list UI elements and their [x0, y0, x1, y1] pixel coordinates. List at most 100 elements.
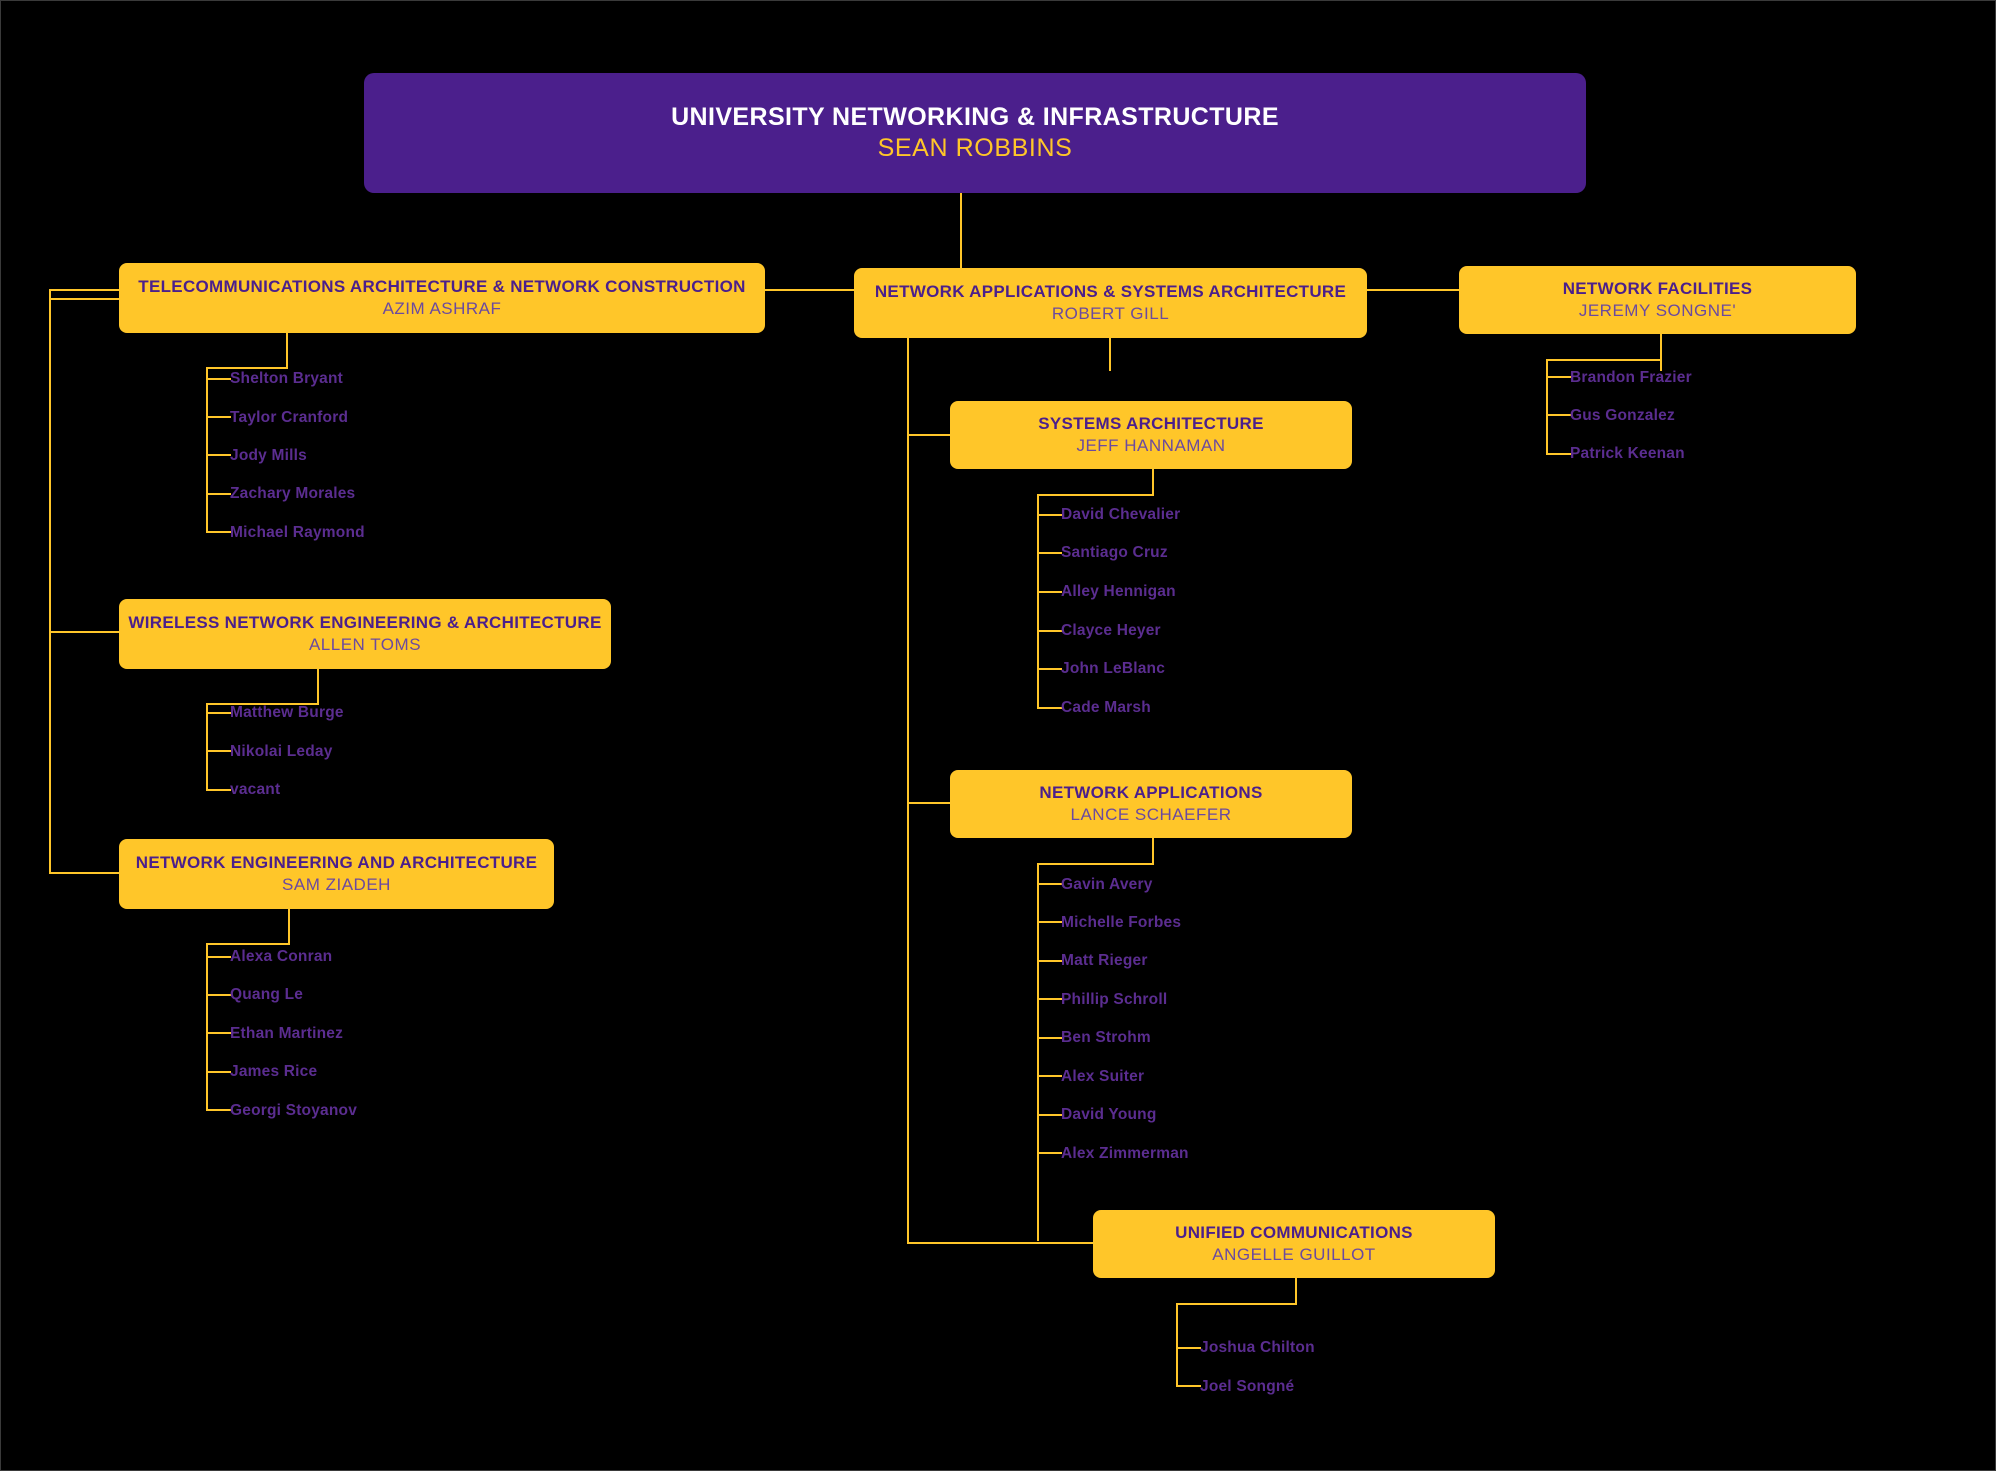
connector-telecom-staff-tick — [206, 531, 231, 533]
connector-sysarch-staff-tick — [1037, 514, 1062, 516]
node-title: NETWORK FACILITIES — [1562, 278, 1753, 298]
connector-left-stub-telecom — [49, 298, 121, 300]
staff-name: David Young — [1061, 1106, 1157, 1123]
connector-middle-stub-netapps — [907, 802, 951, 804]
connector-facilities-drop — [1660, 334, 1662, 360]
node-title: WIRELESS NETWORK ENGINEERING & ARCHITECT… — [128, 612, 602, 632]
connector-middle-stub-unifiedcomms — [907, 1242, 1095, 1244]
connector-root-drop — [960, 193, 962, 291]
node-dept-network-facilities[interactable]: NETWORK FACILITIES JEREMY SONGNE' — [1459, 266, 1856, 334]
staff-name: Georgi Stoyanov — [230, 1102, 358, 1119]
connector-sysarch-staff-tick — [1037, 668, 1062, 670]
staff-name: Phillip Schroll — [1061, 991, 1168, 1008]
connector-unifiedcomms-elbow — [1176, 1303, 1297, 1305]
connector-facilities-elbow — [1546, 359, 1662, 361]
connector-sysarch-elbow — [1037, 494, 1154, 496]
staff-name: Joel Songné — [1200, 1378, 1295, 1395]
connector-netapps-staff-tick — [1037, 998, 1062, 1000]
connector-neteng-staff-tick — [206, 956, 231, 958]
connector-telecom-elbow — [206, 367, 288, 369]
connector-neteng-staff-tick — [206, 1071, 231, 1073]
connector-netapps-elbow — [1037, 863, 1154, 865]
node-dept-telecommunications[interactable]: TELECOMMUNICATIONS ARCHITECTURE & NETWOR… — [119, 263, 765, 333]
staff-name: Zachary Morales — [230, 485, 356, 502]
node-dept-network-applications[interactable]: NETWORK APPLICATIONS LANCE SCHAEFER — [950, 770, 1352, 838]
node-dept-network-engineering[interactable]: NETWORK ENGINEERING AND ARCHITECTURE SAM… — [119, 839, 554, 909]
connector-telecom-drop — [286, 333, 288, 368]
node-dept-wireless-network-engineering[interactable]: WIRELESS NETWORK ENGINEERING & ARCHITECT… — [119, 599, 611, 669]
staff-name: Gavin Avery — [1061, 876, 1153, 893]
connector-left-stub-wireless — [49, 631, 121, 633]
connector-facilities-staff-tick — [1546, 453, 1571, 455]
staff-name: Gus Gonzalez — [1570, 407, 1675, 424]
connector-wireless-drop — [317, 669, 319, 704]
staff-name: Alley Hennigan — [1061, 583, 1176, 600]
connector-facilities-staff-tick — [1546, 376, 1571, 378]
staff-name: John LeBlanc — [1061, 660, 1166, 677]
node-person: ROBERT GILL — [1051, 304, 1170, 323]
connector-wireless-staff-tick — [206, 712, 231, 714]
staff-name: Ethan Martinez — [230, 1025, 344, 1042]
node-person: SAM ZIADEH — [282, 875, 391, 894]
connector-sysarch-staff-trunk — [1037, 494, 1039, 708]
staff-name: Matthew Burge — [230, 704, 344, 721]
connector-netapps-staff-tick — [1037, 883, 1062, 885]
node-person: JEFF HANNAMAN — [1076, 436, 1226, 455]
connector-netapps-staff-tick — [1037, 1152, 1062, 1154]
node-person: ANGELLE GUILLOT — [1212, 1245, 1376, 1264]
connector-netapps-drop — [1152, 838, 1154, 864]
connector-neteng-staff-tick — [206, 1109, 231, 1111]
connector-sysarch-staff-tick — [1037, 707, 1062, 709]
connector-unifiedcomms-staff-trunk — [1176, 1303, 1178, 1386]
node-person: ALLEN TOMS — [308, 635, 422, 654]
staff-name: Shelton Bryant — [230, 370, 344, 387]
staff-name: Quang Le — [230, 986, 304, 1003]
staff-name: Taylor Cranford — [230, 409, 349, 426]
connector-middle-trunk — [907, 438, 909, 1243]
connector-sysarch-staff-tick — [1037, 630, 1062, 632]
staff-name: Alex Zimmerman — [1061, 1145, 1189, 1162]
connector-sysarch-staff-tick — [1037, 591, 1062, 593]
connector-wireless-staff-trunk — [206, 703, 208, 791]
connector-left-stub-neteng — [49, 872, 121, 874]
connector-netapps-staff-tick — [1037, 921, 1062, 923]
node-dept-unified-communications[interactable]: UNIFIED COMMUNICATIONS ANGELLE GUILLOT — [1093, 1210, 1495, 1278]
connector-neteng-drop — [288, 909, 290, 944]
node-dept-network-applications-systems-architecture[interactable]: NETWORK APPLICATIONS & SYSTEMS ARCHITECT… — [854, 268, 1367, 338]
connector-middle-stub-sysarch — [907, 434, 951, 436]
staff-name: vacant — [230, 781, 281, 798]
connector-facilities-staff-trunk — [1546, 359, 1548, 453]
connector-netapps-staff-tick — [1037, 1114, 1062, 1116]
node-person: LANCE SCHAEFER — [1070, 805, 1232, 824]
connector-wireless-staff-tick — [206, 789, 231, 791]
staff-name: Ben Strohm — [1061, 1029, 1151, 1046]
node-person: SEAN ROBBINS — [877, 134, 1073, 162]
connector-telecom-staff-tick — [206, 378, 231, 380]
staff-name: Nikolai Leday — [230, 743, 333, 760]
node-title: TELECOMMUNICATIONS ARCHITECTURE & NETWOR… — [138, 276, 746, 296]
connector-left-trunk — [49, 289, 51, 874]
connector-telecom-staff-tick — [206, 493, 231, 495]
connector-sysarch-staff-tick — [1037, 552, 1062, 554]
node-title: UNIVERSITY NETWORKING & INFRASTRUCTURE — [671, 102, 1279, 131]
connector-neteng-elbow — [206, 943, 290, 945]
node-title: NETWORK APPLICATIONS & SYSTEMS ARCHITECT… — [874, 281, 1347, 301]
node-person: AZIM ASHRAF — [382, 299, 502, 318]
connector-telecom-staff-trunk — [206, 367, 208, 532]
node-dept-systems-architecture[interactable]: SYSTEMS ARCHITECTURE JEFF HANNAMAN — [950, 401, 1352, 469]
staff-name: James Rice — [230, 1063, 318, 1080]
connector-netapps-staff-tick — [1037, 960, 1062, 962]
connector-facilities-staff-tick — [1546, 414, 1571, 416]
connector-netapps-staff-trunk — [1037, 863, 1039, 1241]
node-root-university-networking[interactable]: UNIVERSITY NETWORKING & INFRASTRUCTURE S… — [364, 73, 1586, 193]
staff-name: David Chevalier — [1061, 506, 1181, 523]
staff-name: Michael Raymond — [230, 524, 365, 541]
connector-netapps-staff-tick — [1037, 1075, 1062, 1077]
staff-name: Brandon Frazier — [1570, 369, 1692, 386]
node-person: JEREMY SONGNE' — [1578, 301, 1737, 320]
node-title: NETWORK APPLICATIONS — [1039, 782, 1263, 802]
connector-unifiedcomms-staff-tick — [1176, 1347, 1201, 1349]
staff-name: Patrick Keenan — [1570, 445, 1685, 462]
connector-wireless-staff-tick — [206, 750, 231, 752]
